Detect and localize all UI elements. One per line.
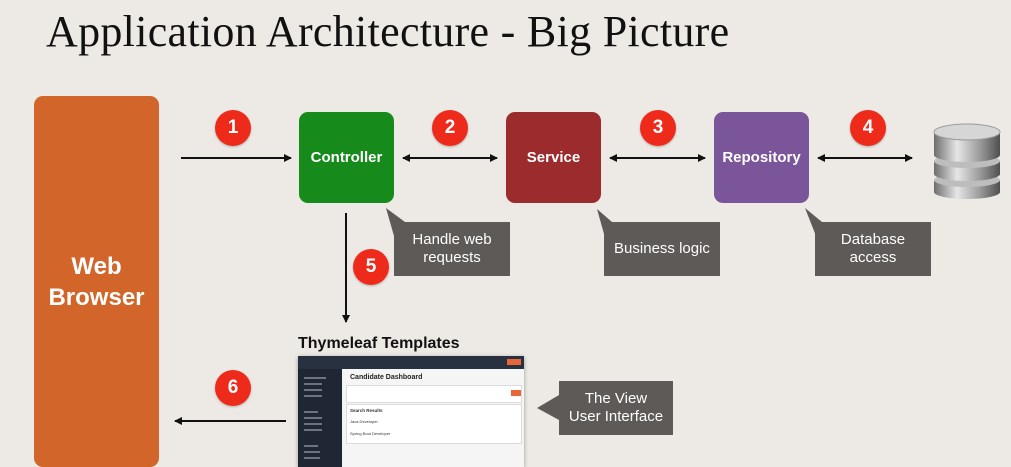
repository-box: Repository — [714, 112, 809, 203]
step-badge-4: 4 — [850, 110, 886, 146]
screenshot-topbar-button — [507, 359, 521, 365]
screenshot-results-card — [346, 404, 522, 444]
callout-controller: Handle web requests — [394, 222, 510, 276]
thumbnail-row-2: Spring Boot Developer — [350, 431, 391, 436]
page-title: Application Architecture - Big Picture — [46, 7, 730, 56]
step-badge-1: 1 — [215, 110, 251, 146]
service-box: Service — [506, 112, 601, 203]
thumbnail-section: Search Results — [350, 408, 383, 413]
thumbnail-heading: Candidate Dashboard — [350, 374, 423, 381]
database-icon — [933, 123, 1001, 199]
step-badge-2: 2 — [432, 110, 468, 146]
callout-service: Business logic — [604, 222, 720, 276]
callout-pointer-service — [597, 209, 612, 234]
screenshot-topbar — [298, 356, 524, 369]
thymeleaf-screenshot: Candidate Dashboard Search Results Java … — [298, 356, 524, 467]
thumbnail-row-1: Java Developer — [350, 419, 378, 424]
callout-pointer-view — [537, 395, 559, 420]
step-badge-3: 3 — [640, 110, 676, 146]
screenshot-search-card — [346, 385, 522, 403]
screenshot-search-button — [511, 390, 521, 396]
web-browser-box: Web Browser — [34, 96, 159, 467]
step-badge-6: 6 — [215, 370, 251, 406]
callout-view: The View User Interface — [559, 381, 673, 435]
screenshot-sidebar — [298, 369, 342, 467]
controller-box: Controller — [299, 112, 394, 203]
callout-repository: Database access — [815, 222, 931, 276]
templates-label: Thymeleaf Templates — [298, 335, 460, 352]
step-badge-5: 5 — [353, 249, 389, 285]
